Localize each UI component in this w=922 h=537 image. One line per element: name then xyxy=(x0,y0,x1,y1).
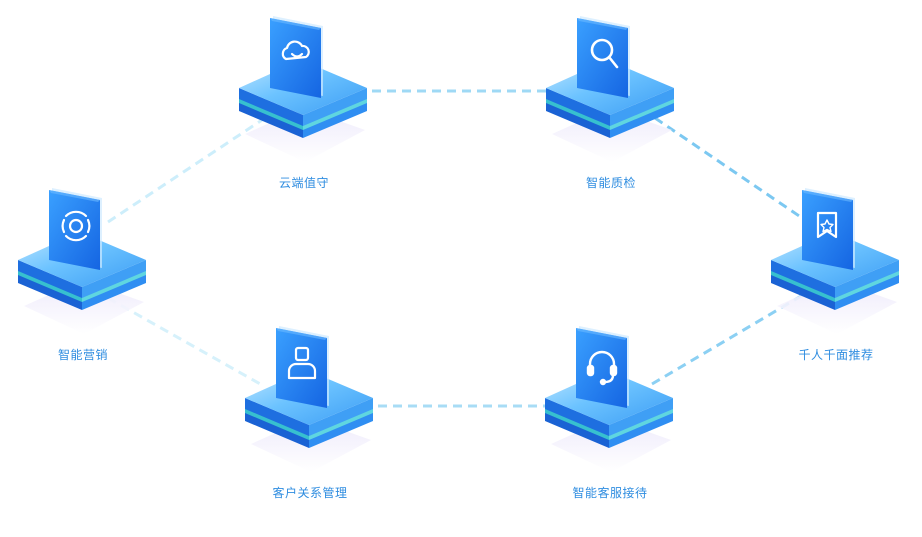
magnifier-icon xyxy=(577,16,630,98)
platform-base xyxy=(239,16,367,162)
platform-base xyxy=(546,16,674,162)
node-crm[interactable]: 客户关系管理 xyxy=(245,326,375,500)
platform-base xyxy=(545,326,673,472)
node-label: 智能营销 xyxy=(57,348,108,362)
orbit-icon xyxy=(49,188,102,270)
cloud-icon xyxy=(270,16,323,98)
node-label: 智能质检 xyxy=(585,176,636,190)
platform-base xyxy=(245,326,373,472)
node-marketing[interactable]: 智能营销 xyxy=(18,188,148,362)
node-label: 千人千面推荐 xyxy=(798,348,874,362)
platform-base xyxy=(18,188,146,334)
node-cloud[interactable]: 云端值守 xyxy=(239,16,369,190)
node-label: 客户关系管理 xyxy=(272,486,348,500)
node-quality[interactable]: 智能质检 xyxy=(546,16,676,190)
node-label: 云端值守 xyxy=(278,176,329,190)
node-service[interactable]: 智能客服接待 xyxy=(545,326,675,500)
platform-base xyxy=(771,188,899,334)
star-badge-icon xyxy=(802,188,855,270)
node-recommend[interactable]: 千人千面推荐 xyxy=(771,188,901,362)
link-quality-recommend xyxy=(654,116,809,224)
link-marketing-cloud xyxy=(107,118,263,224)
headset-icon xyxy=(576,326,629,408)
user-icon xyxy=(276,326,329,408)
node-label: 智能客服接待 xyxy=(572,486,648,500)
